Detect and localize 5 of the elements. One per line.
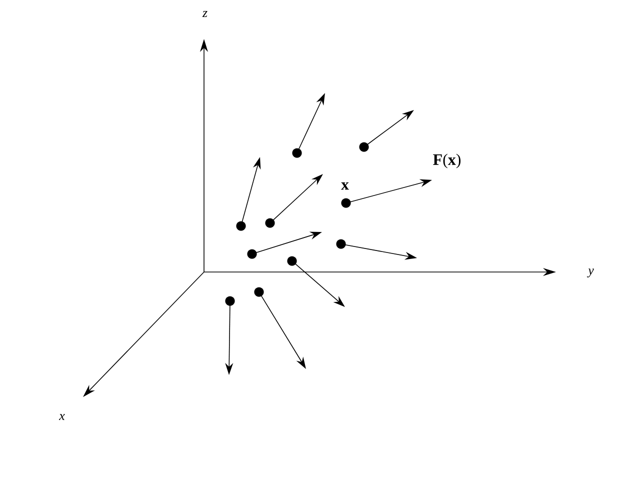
point-label: x <box>341 182 349 190</box>
vector-label: F(x) <box>433 154 461 168</box>
axis-label: x <box>58 414 65 420</box>
axis-label: y <box>587 268 594 278</box>
axis-label: z <box>202 11 208 17</box>
